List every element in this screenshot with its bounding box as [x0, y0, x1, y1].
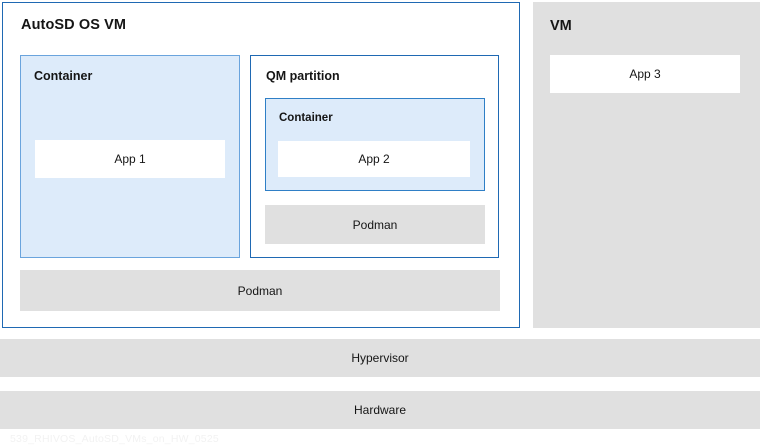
podman-qm-bar: Podman	[265, 205, 485, 244]
app-1-box: App 1	[35, 140, 225, 178]
watermark-label: 539_RHIVOS_AutoSD_VMs_on_HW_0525	[10, 433, 219, 445]
app-2-box: App 2	[278, 141, 470, 177]
hardware-layer-bar: Hardware	[0, 391, 760, 429]
vm-box: VM	[533, 2, 760, 328]
podman-autosd-bar: Podman	[20, 270, 500, 311]
container-inner-title: Container	[279, 112, 333, 124]
app-3-box: App 3	[550, 55, 740, 93]
vm-title: VM	[550, 18, 572, 34]
autosd-os-vm-title: AutoSD OS VM	[21, 17, 127, 33]
hypervisor-layer-bar: Hypervisor	[0, 339, 760, 377]
container-left-title: Container	[34, 69, 93, 83]
qm-partition-title: QM partition	[266, 69, 340, 83]
